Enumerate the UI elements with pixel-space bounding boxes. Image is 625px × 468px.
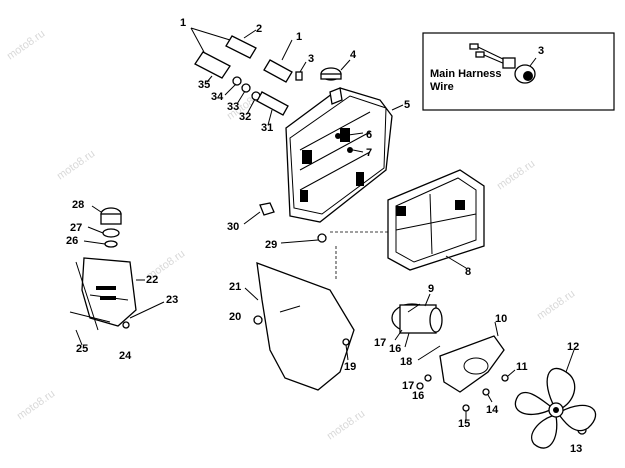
callout-10: 10 (495, 313, 507, 325)
callout-26: 26 (66, 235, 78, 247)
callout-14: 14 (486, 404, 499, 416)
callout-34: 34 (211, 91, 224, 103)
mount-bracket (259, 202, 275, 216)
callout-30: 30 (227, 221, 239, 233)
coolant-reservoir (69, 205, 165, 346)
hose-connector (256, 91, 289, 116)
callout-24: 24 (119, 350, 132, 362)
callout-35: 35 (198, 79, 210, 91)
lower-hose (194, 51, 231, 79)
callout-33: 33 (227, 101, 239, 113)
callout-8: 8 (465, 266, 471, 278)
callout-13: 13 (570, 443, 582, 455)
callout-22: 22 (146, 274, 158, 286)
callout-21: 21 (229, 281, 241, 293)
callout-12: 12 (567, 341, 579, 353)
nut-11 (501, 374, 509, 382)
callout-19: 19 (344, 361, 356, 373)
inset-callout: 3 (538, 45, 544, 57)
callout-7: 7 (366, 147, 372, 159)
callout-4: 4 (350, 49, 357, 61)
harness-inset: Main Harness Wire 3 (422, 32, 615, 111)
callout-17b: 17 (402, 380, 414, 392)
bolt-19 (342, 338, 350, 346)
callout-23: 23 (166, 294, 178, 306)
clamp (241, 83, 251, 93)
callout-31: 31 (261, 122, 273, 134)
radiator (285, 87, 404, 223)
watermark: moto8.ru (535, 288, 577, 323)
hose-section (263, 59, 293, 83)
bolt-20 (253, 315, 263, 325)
radiator-screen (387, 169, 485, 271)
callout-27: 27 (70, 222, 82, 234)
callout-16: 16 (389, 343, 401, 355)
callout-1b: 1 (296, 31, 302, 43)
callout-20: 20 (229, 311, 241, 323)
reservoir-gasket (102, 228, 120, 238)
watermark: moto8.ru (325, 408, 367, 443)
bolt-7 (347, 147, 353, 153)
reservoir-seal (104, 240, 118, 248)
callout-32: 32 (239, 111, 251, 123)
callouts: 1 2 1 3 4 5 6 7 8 9 10 11 12 13 14 15 16… (66, 17, 582, 455)
upper-hose (225, 35, 257, 59)
callout-9: 9 (428, 283, 434, 295)
fan-shroud-bracket (244, 262, 355, 391)
watermark: moto8.ru (495, 158, 537, 193)
callout-11: 11 (516, 361, 528, 373)
clip-24 (122, 321, 130, 329)
watermark: moto8.ru (15, 388, 57, 423)
hose-clamps (224, 61, 307, 126)
clamp (232, 76, 242, 86)
callout-17: 17 (374, 337, 386, 349)
callout-16b: 16 (412, 390, 424, 402)
radiator-hoses (190, 27, 293, 83)
washer-16 (424, 374, 432, 382)
bolt-15 (462, 404, 470, 412)
callout-3: 3 (308, 53, 314, 65)
bolt-6 (335, 133, 341, 139)
inset-label-line1: Main Harness (430, 68, 502, 80)
callout-5: 5 (404, 99, 410, 111)
inset-label-line2: Wire (430, 81, 454, 93)
callout-25: 25 (76, 343, 88, 355)
cooling-fan-blade (514, 349, 597, 449)
watermark: moto8.ru (55, 148, 97, 183)
callout-28: 28 (72, 199, 84, 211)
watermark: moto8.ru (5, 28, 47, 63)
washer-14 (482, 388, 490, 396)
fan-motor (391, 293, 443, 361)
callout-1: 1 (180, 17, 186, 29)
temperature-sensor-icon (469, 43, 537, 84)
callout-29: 29 (265, 239, 277, 251)
radiator-cap (320, 59, 351, 81)
callout-18: 18 (400, 356, 412, 368)
callout-2: 2 (256, 23, 262, 35)
temp-sensor (295, 71, 303, 81)
fan-mount-plate (439, 321, 505, 393)
drain-bolt (317, 233, 327, 243)
callout-6: 6 (366, 129, 372, 141)
nut-17 (416, 382, 424, 390)
callout-15: 15 (458, 418, 470, 430)
